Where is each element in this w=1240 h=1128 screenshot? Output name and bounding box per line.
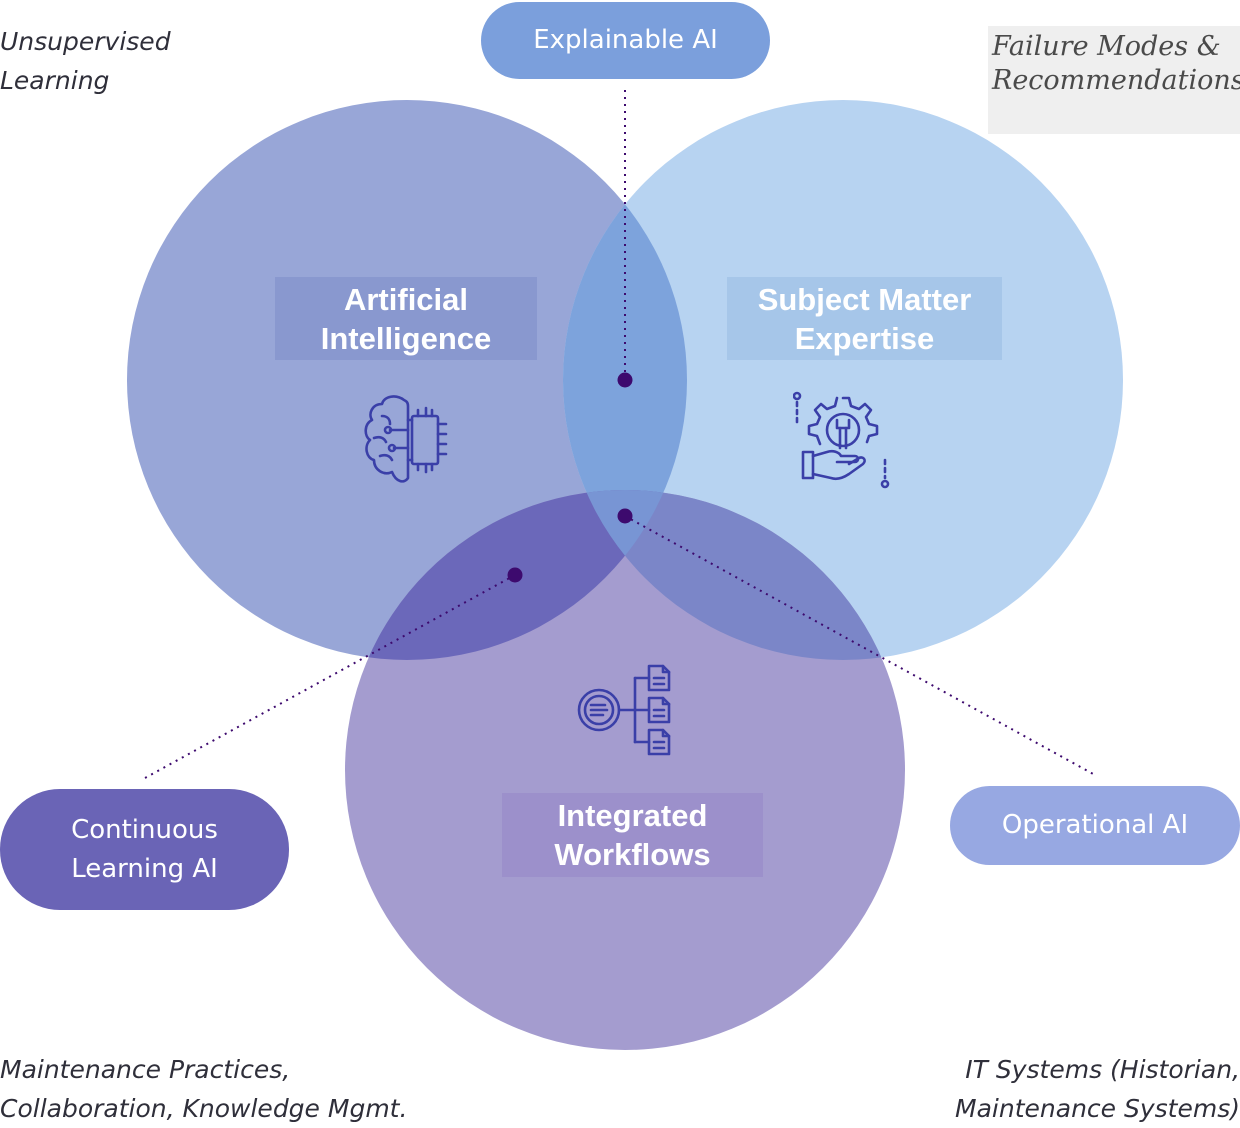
note-top-left-line-2: Learning: [0, 66, 110, 95]
note-bottom-left-line-1: Maintenance Practices,: [0, 1055, 291, 1084]
label-iw-line-2: Workflows: [554, 837, 711, 872]
connector-dot-center: [617, 508, 633, 524]
connector-dot-xai: [617, 372, 633, 388]
brain-chip-icon: [364, 395, 448, 483]
note-top-left: Unsupervised Learning: [0, 22, 171, 100]
note-top-left-line-1: Unsupervised: [0, 27, 171, 56]
label-subject-matter-expertise: Subject Matter Expertise: [727, 277, 1002, 360]
label-sme-line-2: Expertise: [794, 320, 935, 356]
note-bottom-left: Maintenance Practices, Collaboration, Kn…: [0, 1050, 407, 1128]
overlap-sme-iw: [563, 490, 905, 660]
gear-wrench-hand-icon: [793, 391, 890, 489]
pill-operational-ai-label: Operational AI: [1001, 810, 1189, 840]
note-top-right: Failure Modes & Recommendations: [992, 30, 1240, 98]
note-bottom-right-line-2: Maintenance Systems): [955, 1094, 1240, 1123]
note-top-right-line-2: Recommendations: [992, 65, 1240, 96]
note-bottom-left-line-2: Collaboration, Knowledge Mgmt.: [0, 1094, 408, 1123]
note-top-right-line-1: Failure Modes &: [992, 31, 1221, 62]
pill-continuous-learning-line-2: Learning AI: [71, 853, 218, 884]
connector-continuous-learning: [144, 574, 516, 779]
note-bottom-right: IT Systems (Historian, Maintenance Syste…: [955, 1050, 1240, 1128]
pill-explainable-ai: Explainable AI: [481, 2, 770, 79]
pill-operational-ai: Operational AI: [950, 786, 1240, 865]
workflow-documents-icon: [577, 664, 671, 756]
note-bottom-right-line-1: IT Systems (Historian,: [965, 1055, 1240, 1084]
label-artificial-intelligence: Artificial Intelligence: [275, 277, 537, 360]
label-ai-line-1: Artificial: [343, 281, 469, 317]
label-iw-line-1: Integrated: [557, 798, 708, 833]
pill-continuous-learning-line-1: Continuous: [71, 814, 218, 845]
label-integrated-workflows: Integrated Workflows: [502, 793, 763, 877]
connector-dot-cl: [507, 567, 523, 583]
note-top-right-box: [988, 26, 1240, 134]
pill-explainable-ai-label: Explainable AI: [533, 25, 718, 55]
pill-continuous-learning-ai: Continuous Learning AI: [0, 789, 289, 910]
overlap-ai-iw: [345, 490, 687, 660]
label-sme-line-1: Subject Matter: [757, 281, 972, 317]
label-ai-line-2: Intelligence: [320, 320, 492, 356]
